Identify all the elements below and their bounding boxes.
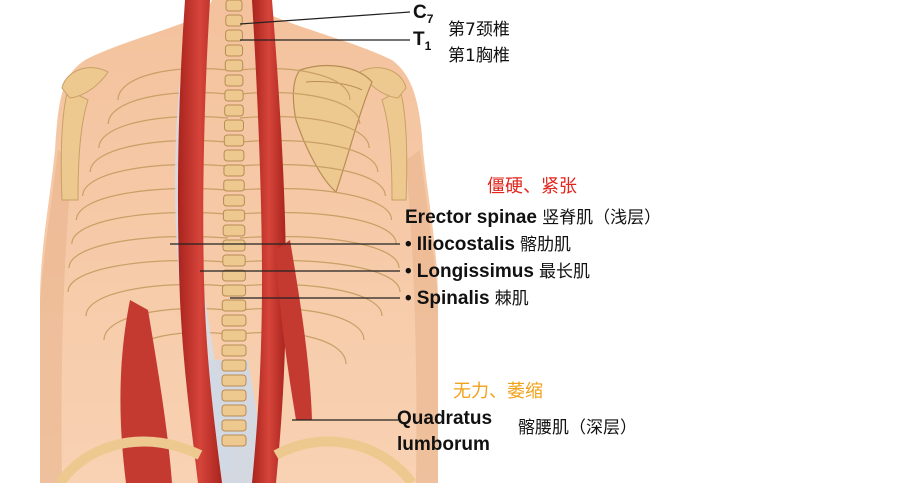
leader-c7: [239, 11, 411, 25]
right-shoulder-joint: [359, 67, 407, 99]
right-erector-column: [252, 0, 286, 483]
lower-muscle-status: 无力、萎缩: [453, 381, 543, 402]
vertebra: [221, 329, 247, 342]
vertebra: [221, 314, 247, 327]
spinalis-cn: 棘肌: [494, 289, 529, 309]
upper-muscle-status: 僵硬、紧张: [487, 176, 577, 197]
vertebra: [223, 179, 245, 192]
erector-en: Erector spinae: [405, 207, 537, 228]
vertebra: [224, 89, 244, 102]
label-iliocostalis: • Iliocostalis 髂肋肌: [405, 235, 571, 254]
label-t1: T1: [413, 30, 431, 52]
iliac-crest: [55, 436, 417, 483]
vertebra: [224, 119, 244, 132]
iliocostalis-bullet: •: [405, 234, 412, 255]
vertebra: [222, 224, 246, 237]
vertebra: [221, 389, 247, 402]
left-erector-column: [177, 0, 222, 483]
vertebra: [222, 269, 246, 282]
t1-sub: 1: [424, 39, 432, 53]
c7-letter: C: [413, 2, 427, 23]
label-erector-spinae: Erector spinae 竖脊肌（浅层）: [405, 208, 661, 227]
vertebra: [221, 419, 247, 432]
vertebra: [222, 254, 246, 267]
longissimus-en: Longissimus: [416, 261, 534, 282]
vertebra: [224, 44, 244, 57]
label-quadratus-line1: Quadratus: [397, 408, 493, 429]
t1-letter: T: [413, 29, 425, 50]
label-spinalis: • Spinalis 棘肌: [405, 289, 529, 308]
label-c7-chinese: 第7颈椎: [448, 20, 510, 40]
right-humerus: [381, 89, 408, 201]
left-shoulder-joint: [61, 67, 109, 99]
c7-sub: 7: [426, 12, 434, 26]
vertebra: [223, 149, 245, 162]
vertebra: [225, 14, 243, 27]
vertebra: [224, 74, 244, 87]
vertebra: [221, 404, 247, 417]
vertebra: [221, 359, 247, 372]
iliocostalis-en: Iliocostalis: [416, 234, 515, 255]
vertebra: [224, 104, 244, 117]
torso-shadow-right: [406, 150, 438, 483]
leader-lines: [170, 11, 411, 421]
vertebra: [221, 434, 247, 447]
vertebra: [223, 194, 245, 207]
right-rib: [239, 307, 365, 341]
left-rib: [107, 91, 229, 125]
right-scapula: [292, 64, 373, 194]
vertebra: [222, 239, 246, 252]
iliocostalis-cn: 髂肋肌: [520, 235, 572, 255]
erector-cn: 竖脊肌（浅层）: [542, 208, 662, 228]
vertebra: [221, 284, 247, 297]
label-quadratus-cn: 髂腰肌（深层）: [518, 418, 637, 438]
longissimus-bullet: •: [405, 261, 412, 282]
label-c7: C7: [413, 3, 433, 25]
torso-shadow-left: [40, 150, 72, 483]
left-rib: [98, 115, 229, 149]
vertebra: [222, 209, 246, 222]
left-rib: [89, 139, 229, 173]
vertebra: [223, 134, 245, 147]
vertebra: [221, 299, 247, 312]
vertebra: [224, 59, 244, 72]
vertebra: [225, 29, 243, 42]
label-quadratus-line2: lumborum: [397, 434, 490, 455]
spinalis-bullet: •: [405, 288, 412, 309]
left-rib: [117, 67, 229, 101]
right-quadratus-lumborum: [276, 240, 312, 420]
label-t1-chinese: 第1胸椎: [448, 46, 510, 66]
spinalis-en: Spinalis: [416, 288, 490, 309]
vertebral-column: [221, 0, 247, 447]
left-humerus: [60, 89, 89, 201]
vertebra: [223, 164, 245, 177]
vertebra: [221, 374, 247, 387]
vertebra: [225, 0, 243, 12]
vertebra: [221, 344, 247, 357]
longissimus-cn: 最长肌: [539, 262, 591, 282]
right-rib: [239, 331, 347, 365]
label-longissimus: • Longissimus 最长肌: [405, 262, 590, 281]
